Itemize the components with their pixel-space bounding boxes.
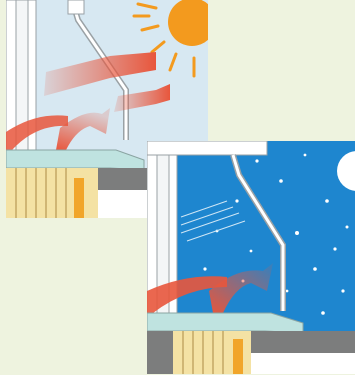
night-window-sill — [147, 313, 303, 333]
radiator-icon — [6, 168, 98, 218]
radiator-icon — [173, 331, 251, 374]
night-wall-left — [147, 331, 173, 374]
night-scene — [147, 141, 355, 374]
night-window-illustration — [147, 141, 355, 374]
night-floor — [251, 353, 355, 374]
day-window-sill — [6, 150, 144, 170]
